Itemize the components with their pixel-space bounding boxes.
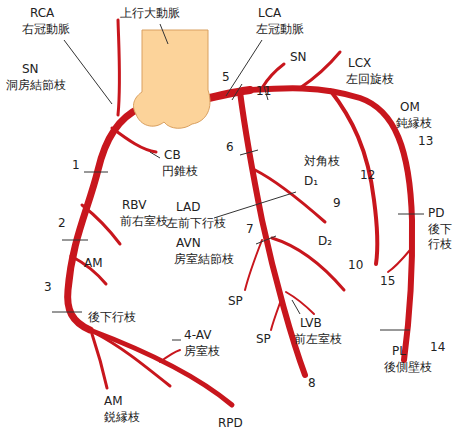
vessel-label: RCA [30, 6, 54, 21]
vessel-label: 左回旋枝 [346, 72, 394, 87]
vessel-label: LCA [258, 6, 281, 21]
vessel-label: 上行大動脈 [120, 6, 180, 21]
vessel-label: 後下行枝 [88, 310, 136, 325]
vessels [68, 20, 412, 405]
vessel-label: 左冠動脈 [256, 22, 304, 37]
vessel-label: RPD [218, 416, 243, 431]
callout-number: 15 [380, 274, 395, 289]
vessel-label: 後側壁枝 [384, 360, 432, 375]
leader-lines [52, 24, 424, 340]
vessel-label: CB [164, 148, 181, 163]
callout-number: 7 [246, 222, 254, 237]
vessel-label: 鋭縁枝 [104, 410, 140, 425]
vessel-label: RBV [122, 198, 146, 213]
vessel-label: 4-AV [184, 328, 211, 343]
vessel-label: LAD [176, 200, 200, 215]
vessel-label: OM [400, 100, 420, 115]
vessel-label: 円錐枝 [162, 164, 198, 179]
callout-number: 3 [44, 280, 52, 295]
vessel-label: 鈍縁枝 [396, 116, 432, 131]
vessel-label: SP [256, 332, 271, 347]
vessel-label: 房室結節枝 [174, 252, 234, 267]
callout-number: 8 [308, 376, 316, 391]
callout-number: 13 [418, 134, 433, 149]
vessel-label: SP [228, 294, 243, 309]
vessel-label: 対角枝 [304, 154, 340, 169]
vessel-label: 房室枝 [184, 344, 220, 359]
vessel-label: 洞房結節枝 [6, 78, 66, 93]
vessel-label: 前右室枝 [120, 214, 168, 229]
vessel-label: 後下行枝 [428, 222, 454, 252]
vessel-label: SN [290, 50, 307, 65]
vessel-label: AVN [176, 236, 201, 251]
vessel-label: PL [392, 344, 406, 359]
vessel-label: AM [84, 256, 103, 271]
callout-number: 2 [58, 216, 66, 231]
callout-number: 5 [222, 70, 230, 85]
vessel-label: 前左室枝 [294, 332, 342, 347]
vessel-label: 左前下行枝 [166, 216, 226, 231]
vessel-label: LCX [348, 56, 371, 71]
aorta-shape [134, 30, 211, 128]
callout-number: 10 [348, 258, 363, 273]
callout-number: 9 [333, 196, 341, 211]
vessel-label: D₁ [304, 174, 318, 189]
vessel-label: 右冠動脈 [22, 22, 70, 37]
callout-number: 14 [430, 340, 445, 355]
vessel-label: D₂ [318, 234, 332, 249]
callout-number: 11 [256, 84, 271, 99]
vessel-label: SN [22, 62, 39, 77]
vessel-label: AM [104, 394, 123, 409]
callout-number: 6 [226, 140, 234, 155]
vessel-label: PD [428, 206, 444, 221]
vessel-label: LVB [300, 316, 322, 331]
callout-number: 1 [72, 158, 80, 173]
callout-number: 12 [360, 168, 375, 183]
